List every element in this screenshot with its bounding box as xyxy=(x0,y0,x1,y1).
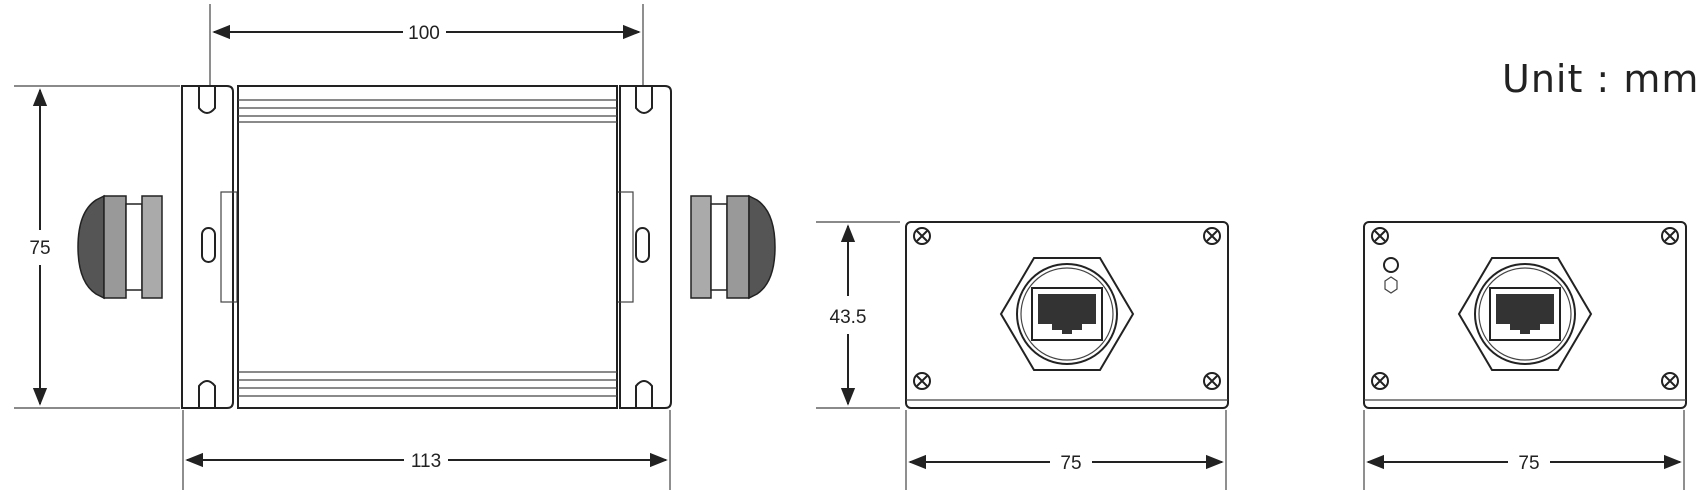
screw-icon xyxy=(1371,372,1389,390)
mount-slot xyxy=(198,86,216,114)
screw-icon xyxy=(1203,372,1221,390)
mount-slot xyxy=(635,380,653,408)
unit-label: Unit : mm xyxy=(1502,57,1699,101)
rear-panel xyxy=(1363,221,1687,409)
rear-view: 75 xyxy=(1363,221,1687,490)
side-tab xyxy=(220,191,238,303)
mount-slot xyxy=(635,86,653,114)
enclosure-body xyxy=(237,85,618,409)
screw-icon xyxy=(1661,372,1679,390)
rj45-port-icon xyxy=(999,257,1135,371)
mount-slot xyxy=(198,380,216,408)
oval-hole xyxy=(635,227,650,263)
screw-icon xyxy=(1371,227,1389,245)
dim-height-left: 75 xyxy=(29,238,50,259)
oval-hole xyxy=(201,227,216,263)
end-plate-left xyxy=(180,85,234,409)
cable-gland-right xyxy=(690,194,776,300)
dim-width-top: 100 xyxy=(408,23,440,44)
side-view: 100 113 75 xyxy=(14,4,776,490)
ground-nut-icon xyxy=(1384,276,1398,294)
front-view: 43.5 75 xyxy=(816,221,1229,490)
cable-gland-left xyxy=(77,194,163,300)
screw-icon xyxy=(1661,227,1679,245)
dim-height-front: 43.5 xyxy=(830,307,867,328)
dim-width-rear: 75 xyxy=(1518,453,1539,474)
end-plate-right xyxy=(619,85,672,409)
dim-width-front: 75 xyxy=(1060,453,1081,474)
screw-icon xyxy=(1203,227,1221,245)
rj45-port-icon xyxy=(1457,257,1593,371)
screw-icon xyxy=(913,372,931,390)
screw-icon xyxy=(913,227,931,245)
front-panel xyxy=(905,221,1229,409)
dim-width-bottom: 113 xyxy=(411,451,441,472)
led-indicator-icon xyxy=(1383,257,1399,273)
